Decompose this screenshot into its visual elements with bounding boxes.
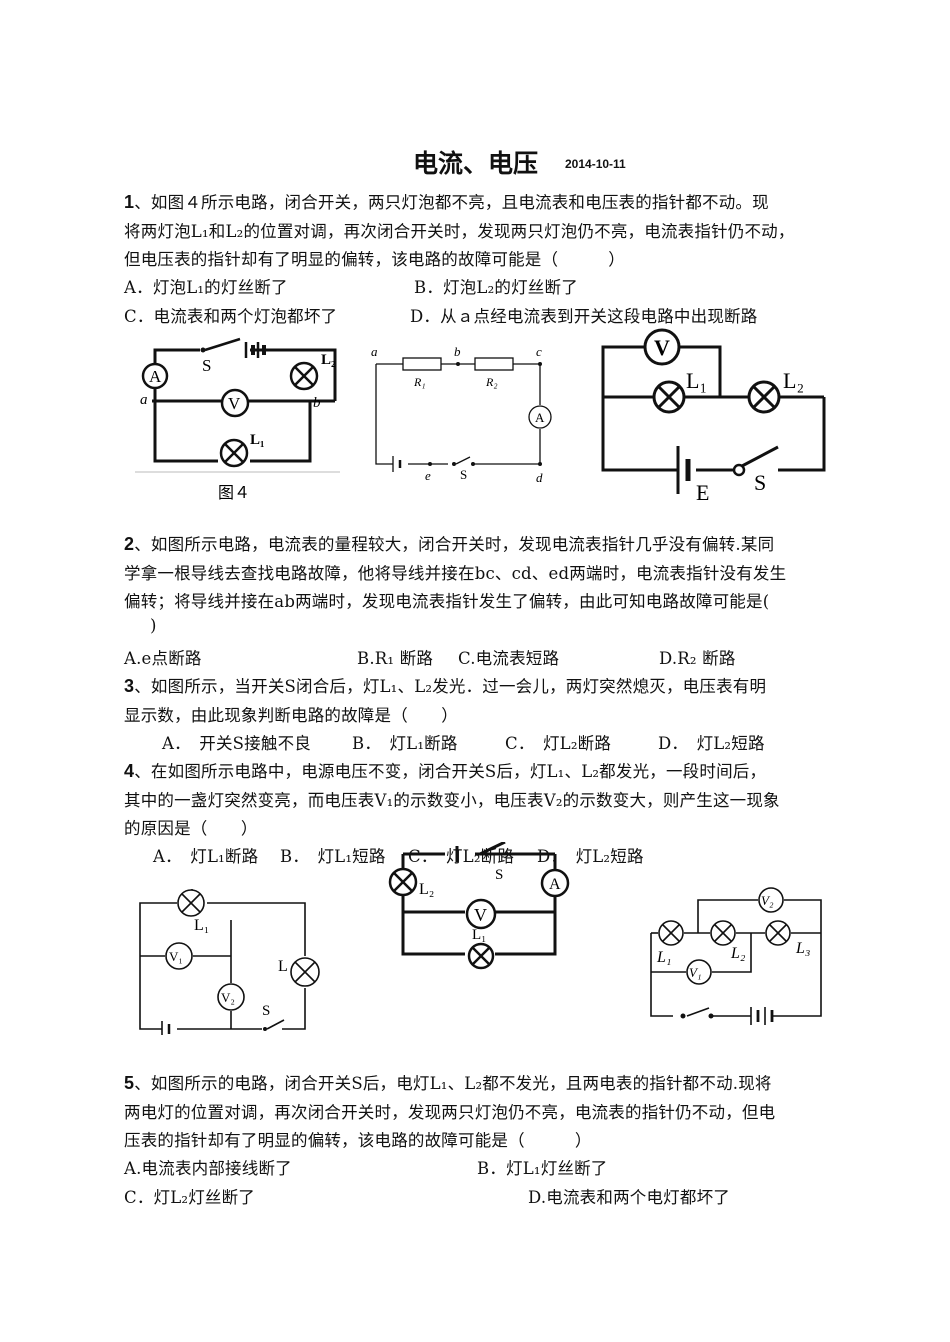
fig1-label-v-meter: V xyxy=(228,394,241,413)
q4-option-d: D． 灯L₂短路 xyxy=(537,847,644,866)
q4-option-a: A． 灯L₁断路 xyxy=(153,847,259,866)
circuit-figure-resistors: A a b c d e S R₁ R₂ xyxy=(371,344,552,485)
page-date: 2014-10-11 xyxy=(565,157,626,171)
fig4-label-l: L xyxy=(278,958,288,975)
q1-line-3: 但电压表的指针却有了明显的偏转，该电路的故障可能是（ ） xyxy=(124,250,625,269)
q3-option-d: D． 灯L₂短路 xyxy=(658,734,765,753)
q5-option-a: A.电流表内部接线断了 xyxy=(124,1159,292,1178)
fig4-label-s: S xyxy=(262,1003,270,1019)
q3-option-c: C． 灯L₂断路 xyxy=(505,734,612,753)
q5-text-1: 、如图所示的电路，闭合开关S后，电灯L₁、L₂都不发光，且两电表的指针都不动.现… xyxy=(134,1074,772,1093)
q2-line-4: ) xyxy=(150,616,157,635)
fig1-label-b: b xyxy=(313,395,321,411)
fig6-label-l1: L₁ xyxy=(656,949,671,966)
fig2-label-s: S xyxy=(460,467,467,482)
q2-option-a: A.e点断路 xyxy=(124,649,202,668)
circuit-figure-4: A V S L₂ L₁ a b 图４ xyxy=(135,337,340,502)
fig6-label-l2: L₂ xyxy=(730,945,746,962)
q1-option-a: A．灯泡L₁的灯丝断了 xyxy=(124,278,288,297)
fig1-caption: 图４ xyxy=(218,485,250,502)
fig2-label-a-meter: A xyxy=(535,410,545,425)
q4-text-1: 、在如图所示电路中，电源电压不变，闭合开关S后，灯L₁、L₂都发光，一段时间后， xyxy=(134,762,767,781)
circuit-figure-ammeter: L₂ S A V L₁ xyxy=(388,842,570,970)
fig1-label-l2: L₂ xyxy=(321,352,336,368)
fig6-label-v1: V₁ xyxy=(689,965,701,980)
q3-line-2: 显示数，由此现象判断电路的故障是（ ） xyxy=(124,706,458,725)
q5-option-c: C．灯L₂灯丝断了 xyxy=(124,1188,255,1207)
q3-option-a: A． 开关S接触不良 xyxy=(162,734,311,753)
q1-text-1: 、如图４所示电路，闭合开关，两只灯泡都不亮，且电流表和电压表的指针都不动。现 xyxy=(134,193,769,212)
q2-text-1: 、如图所示电路，电流表的量程较大，闭合开关时，发现电流表指针几乎没有偏转.某同 xyxy=(134,535,775,554)
fig1-label-l1: L₁ xyxy=(250,432,265,448)
page-title: 电流、电压 xyxy=(413,149,539,178)
fig5-label-l2: L₂ xyxy=(419,881,434,898)
fig6-label-v2: V₂ xyxy=(761,893,774,908)
circuit-figure-bulbs: V L₁ L₂ E S xyxy=(601,328,826,504)
fig3-label-v-meter: V xyxy=(654,335,670,360)
fig6-label-l3: L₃ xyxy=(795,940,810,957)
q5-option-d: D.电流表和两个电灯都坏了 xyxy=(528,1188,730,1207)
fig2-label-r2: R₂ xyxy=(485,375,498,389)
q3-number: 3 xyxy=(124,676,135,696)
fig2-label-a: a xyxy=(371,344,378,359)
q2-number: 2 xyxy=(124,534,135,554)
circuit-figure-three-bulbs: V₂ V₁ L₁ L₂ L₃ xyxy=(650,887,822,1025)
q1-option-d: D．从ａ点经电流表到开关这段电路中出现断路 xyxy=(410,307,758,326)
q5-number: 5 xyxy=(124,1073,135,1093)
fig3-label-l2: L₂ xyxy=(783,368,804,393)
q3-text-1: 、如图所示，当开关S闭合后，灯L₁、L₂发光．过一会儿，两灯突然熄灭，电压表有明 xyxy=(134,677,767,696)
q1-number: 1 xyxy=(124,192,135,212)
fig1-label-a-meter: A xyxy=(149,367,162,386)
q4-line-3: 的原因是（ ） xyxy=(124,819,258,838)
q1-line-2: 将两灯泡L₁和L₂的位置对调，再次闭合开关时，发现两只灯泡仍不亮，电流表指针仍不… xyxy=(124,222,795,241)
q2-line-1: 2、如图所示电路，电流表的量程较大，闭合开关时，发现电流表指针几乎没有偏转.某同 xyxy=(124,531,774,555)
q1-option-c: C．电流表和两个灯泡都坏了 xyxy=(124,307,338,326)
fig1-label-s: S xyxy=(202,356,211,375)
fig4-label-v2: V₂ xyxy=(221,990,235,1005)
q5-option-b: B．灯L₁灯丝断了 xyxy=(477,1159,608,1178)
fig2-label-e: e xyxy=(425,468,431,483)
fig3-label-l1: L₁ xyxy=(686,368,707,393)
q2-line-2: 学拿一根导线去查找电路故障，他将导线并接在bc、cd、ed两端时，电流表指针没有… xyxy=(124,564,787,583)
q2-option-b: B.R₁ 断路 xyxy=(357,649,434,668)
q1-option-b: B．灯泡L₂的灯丝断了 xyxy=(414,278,578,297)
fig4-label-l1: L₁ xyxy=(194,917,209,934)
fig2-label-b: b xyxy=(454,344,461,359)
fig5-label-l1: L₁ xyxy=(472,927,486,943)
q5-line-2: 两电灯的位置对调，再次闭合开关时，发现两只灯泡仍不亮，电流表的指针仍不动，但电 xyxy=(124,1103,776,1122)
fig5-label-a-meter: A xyxy=(549,876,561,893)
q2-option-c: C.电流表短路 xyxy=(458,649,560,668)
q4-line-1: 4、在如图所示电路中，电源电压不变，闭合开关S后，灯L₁、L₂都发光，一段时间后… xyxy=(124,758,766,782)
q4-number: 4 xyxy=(124,761,135,781)
fig4-label-v1: V₁ xyxy=(169,949,183,964)
q3-line-1: 3、如图所示，当开关S闭合后，灯L₁、L₂发光．过一会儿，两灯突然熄灭，电压表有… xyxy=(124,673,766,697)
q5-line-1: 5、如图所示的电路，闭合开关S后，电灯L₁、L₂都不发光，且两电表的指针都不动.… xyxy=(124,1070,772,1094)
fig2-label-d: d xyxy=(536,470,543,485)
q3-option-b: B． 灯L₁断路 xyxy=(352,734,458,753)
fig2-label-r1: R₁ xyxy=(413,375,426,389)
fig3-label-s: S xyxy=(754,470,766,495)
circuit-figure-voltmeters: L₁ V₁ V₂ L S xyxy=(139,889,320,1035)
fig5-label-s: S xyxy=(495,867,503,883)
fig1-label-a: a xyxy=(140,392,148,408)
fig3-label-e: E xyxy=(696,480,709,504)
q5-line-3: 压表的指针却有了明显的偏转，该电路的故障可能是（ ） xyxy=(124,1131,592,1150)
fig2-label-c: c xyxy=(536,344,542,359)
q1-line-1: 1、如图４所示电路，闭合开关，两只灯泡都不亮，且电流表和电压表的指针都不动。现 xyxy=(124,189,769,213)
q4-line-2: 其中的一盏灯突然变亮，而电压表V₁的示数变小，电压表V₂的示数变大，则产生这一现… xyxy=(124,791,780,810)
q4-option-b: B． 灯L₁短路 xyxy=(280,847,386,866)
fig5-label-v-meter: V xyxy=(474,905,487,925)
q2-line-3: 偏转；将导线并接在ab两端时，发现电流表指针发生了偏转，由此可知电路故障可能是( xyxy=(124,592,770,611)
q2-option-d: D.R₂ 断路 xyxy=(659,649,736,668)
